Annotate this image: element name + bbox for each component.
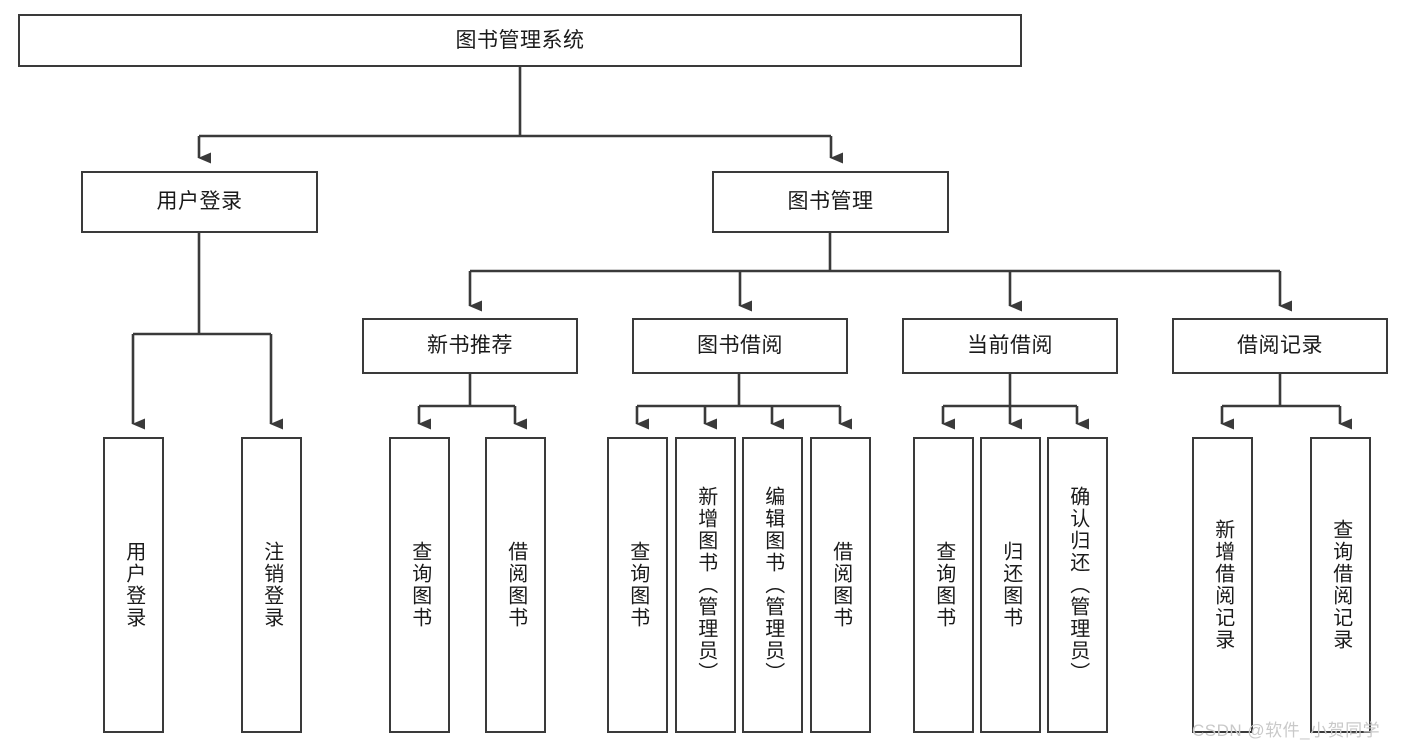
node-new-book-recommend[interactable]: 新书推荐 [362,318,578,374]
node-label: 借阅图书 [829,541,852,629]
node-label: 查询图书 [626,541,649,629]
node-label: 新增借阅记录 [1211,519,1234,651]
leaf-book-borrow-borrow-book[interactable]: 借阅图书 [810,437,871,733]
node-label: 确认归还（管理员） [1066,486,1089,684]
node-current-borrow[interactable]: 当前借阅 [902,318,1118,374]
leaf-current-borrow-return-book[interactable]: 归还图书 [980,437,1041,733]
node-label: 查询图书 [932,541,955,629]
node-label: 新书推荐 [427,334,513,358]
node-book-management[interactable]: 图书管理 [712,171,949,233]
leaf-book-borrow-query-book[interactable]: 查询图书 [607,437,668,733]
leaf-user-login-login[interactable]: 用户登录 [103,437,164,733]
node-label: 用户登录 [122,541,145,629]
node-root-book-management-system[interactable]: 图书管理系统 [18,14,1022,67]
leaf-borrow-record-add-record[interactable]: 新增借阅记录 [1192,437,1253,733]
node-label: 借阅图书 [504,541,527,629]
node-label: 查询借阅记录 [1329,519,1352,651]
node-label: 图书管理 [787,190,874,214]
leaf-book-borrow-add-book-admin[interactable]: 新增图书（管理员） [675,437,736,733]
node-label: 当前借阅 [967,334,1053,358]
leaf-new-book-borrow-book[interactable]: 借阅图书 [485,437,546,733]
leaf-book-borrow-edit-book-admin[interactable]: 编辑图书（管理员） [742,437,803,733]
node-label: 图书借阅 [697,334,783,358]
node-label: 新增图书（管理员） [694,486,717,684]
node-user-login[interactable]: 用户登录 [81,171,318,233]
node-label: 图书管理系统 [455,28,585,52]
node-label: 借阅记录 [1237,334,1323,358]
node-label: 归还图书 [999,541,1022,629]
leaf-new-book-query-book[interactable]: 查询图书 [389,437,450,733]
node-label: 用户登录 [156,190,243,214]
node-borrow-record[interactable]: 借阅记录 [1172,318,1388,374]
leaf-user-login-logout[interactable]: 注销登录 [241,437,302,733]
leaf-borrow-record-query-record[interactable]: 查询借阅记录 [1310,437,1371,733]
node-label: 查询图书 [408,541,431,629]
node-label: 注销登录 [260,541,283,629]
node-label: 编辑图书（管理员） [761,486,784,684]
leaf-current-borrow-query-book[interactable]: 查询图书 [913,437,974,733]
node-book-borrow[interactable]: 图书借阅 [632,318,848,374]
leaf-current-borrow-confirm-return-admin[interactable]: 确认归还（管理员） [1047,437,1108,733]
